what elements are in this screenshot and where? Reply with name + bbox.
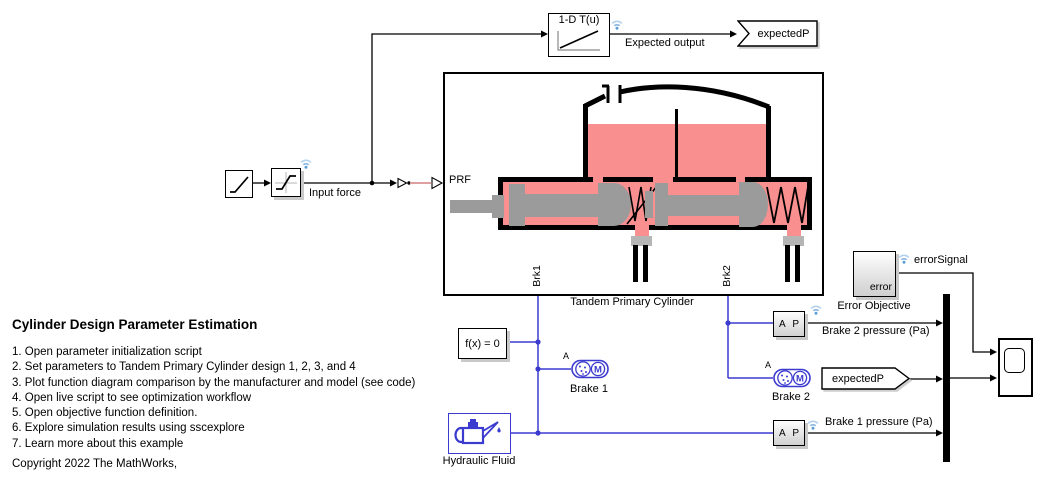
brake2-pressure-sensor-block[interactable]: A P	[773, 311, 805, 337]
hydraulic-fluid-block[interactable]	[448, 413, 511, 454]
signal-logging-icon[interactable]	[806, 417, 820, 431]
port-label-brk1: Brk1	[531, 265, 543, 287]
master-cylinder-artwork	[450, 84, 812, 282]
brake2-m-glyph: M	[796, 374, 804, 385]
annotation-title: Cylinder Design Parameter Estimation	[12, 317, 258, 332]
signal-logging-icon[interactable]	[809, 302, 823, 316]
from-tag-shape	[821, 367, 911, 390]
saturation-block[interactable]	[271, 168, 301, 197]
tandem-primary-cylinder-subsystem[interactable]: PRF Brk1 Brk2	[443, 72, 824, 296]
signal-logging-icon[interactable]	[897, 251, 911, 265]
brake2-port-a-label: A	[765, 360, 772, 370]
brake1-m-glyph: M	[594, 365, 602, 376]
signal-label-input-force: Input force	[309, 187, 361, 199]
error-objective-label: Error Objective	[837, 300, 911, 312]
goto-tag-label: expectedP	[757, 27, 810, 40]
signal-label-expected-output: Expected output	[625, 37, 705, 49]
signal-arrowheads	[264, 30, 997, 437]
from-expectedP-tag[interactable]: expectedP	[821, 367, 911, 390]
saturation-icon	[275, 172, 297, 193]
hydraulic-fluid-label: Hydraulic Fluid	[442, 455, 516, 467]
error-block-text: error	[869, 281, 892, 293]
from-tag-label: expectedP	[832, 372, 884, 385]
annotation-step-4[interactable]: 4. Open live script to see optimization …	[12, 391, 252, 404]
annotation-step-6[interactable]: 6. Explore simulation results using ssce…	[12, 422, 245, 435]
annotation-step-3[interactable]: 3. Plot function diagram comparison by t…	[12, 376, 416, 389]
model-annotation: Cylinder Design Parameter Estimation 1. …	[12, 317, 415, 470]
goto-expectedP-tag[interactable]: expectedP	[736, 20, 818, 47]
ramp-icon	[230, 176, 249, 193]
solver-label: f(x) = 0	[465, 337, 500, 350]
signal-logging-icon[interactable]	[610, 17, 624, 31]
signal-label-brake2-pressure: Brake 2 pressure (Pa)	[822, 325, 930, 337]
oil-can-icon	[454, 419, 501, 445]
brake1-label: Brake 1	[570, 383, 608, 395]
sensor-port-p: P	[792, 318, 799, 330]
port-label-prf: PRF	[449, 174, 471, 186]
brake1-port-a-label: A	[563, 351, 570, 361]
scope-block[interactable]	[998, 338, 1033, 397]
signal-label-error-signal: errorSignal	[914, 254, 968, 266]
signal-label-brake1-pressure: Brake 1 pressure (Pa)	[825, 416, 933, 428]
port-label-brk2: Brk2	[721, 265, 733, 287]
sensor-port-p: P	[792, 427, 799, 439]
lookup-table-icon	[557, 30, 600, 51]
error-objective-block[interactable]: error	[853, 251, 896, 297]
solver-configuration-block[interactable]: f(x) = 0	[458, 328, 507, 359]
subsystem-label: Tandem Primary Cylinder	[570, 296, 694, 308]
physical-connection-lines[interactable]	[507, 292, 773, 434]
sensor-port-a: A	[779, 427, 786, 439]
ramp-block[interactable]	[225, 170, 253, 198]
annotation-step-5[interactable]: 5. Open objective function definition.	[12, 407, 198, 420]
brake1-block[interactable]: M	[571, 359, 609, 379]
physical-junction-dots	[535, 320, 731, 436]
lookup-table-label: 1-D T(u)	[558, 14, 600, 26]
brake1-pressure-sensor-block[interactable]: A P	[773, 420, 805, 446]
brake2-label: Brake 2	[772, 391, 810, 403]
annotation-copyright: Copyright 2022 The MathWorks,	[12, 458, 178, 471]
sensor-port-a: A	[779, 318, 786, 330]
brake2-block[interactable]: M	[773, 368, 811, 388]
lookup-table-block[interactable]: 1-D T(u)	[548, 13, 610, 57]
signal-lines[interactable]	[251, 33, 990, 434]
annotation-step-2[interactable]: 2. Set parameters to Tandem Primary Cyli…	[12, 361, 356, 374]
physical-signal-line[interactable]	[397, 176, 444, 190]
mux-block[interactable]	[943, 294, 950, 462]
annotation-step-7[interactable]: 7. Learn more about this example	[12, 437, 184, 450]
annotation-step-1[interactable]: 1. Open parameter initialization script	[12, 346, 202, 358]
scope-screen-icon	[1004, 348, 1025, 373]
goto-tag-shape	[736, 20, 818, 47]
signal-logging-icon[interactable]	[299, 156, 313, 170]
